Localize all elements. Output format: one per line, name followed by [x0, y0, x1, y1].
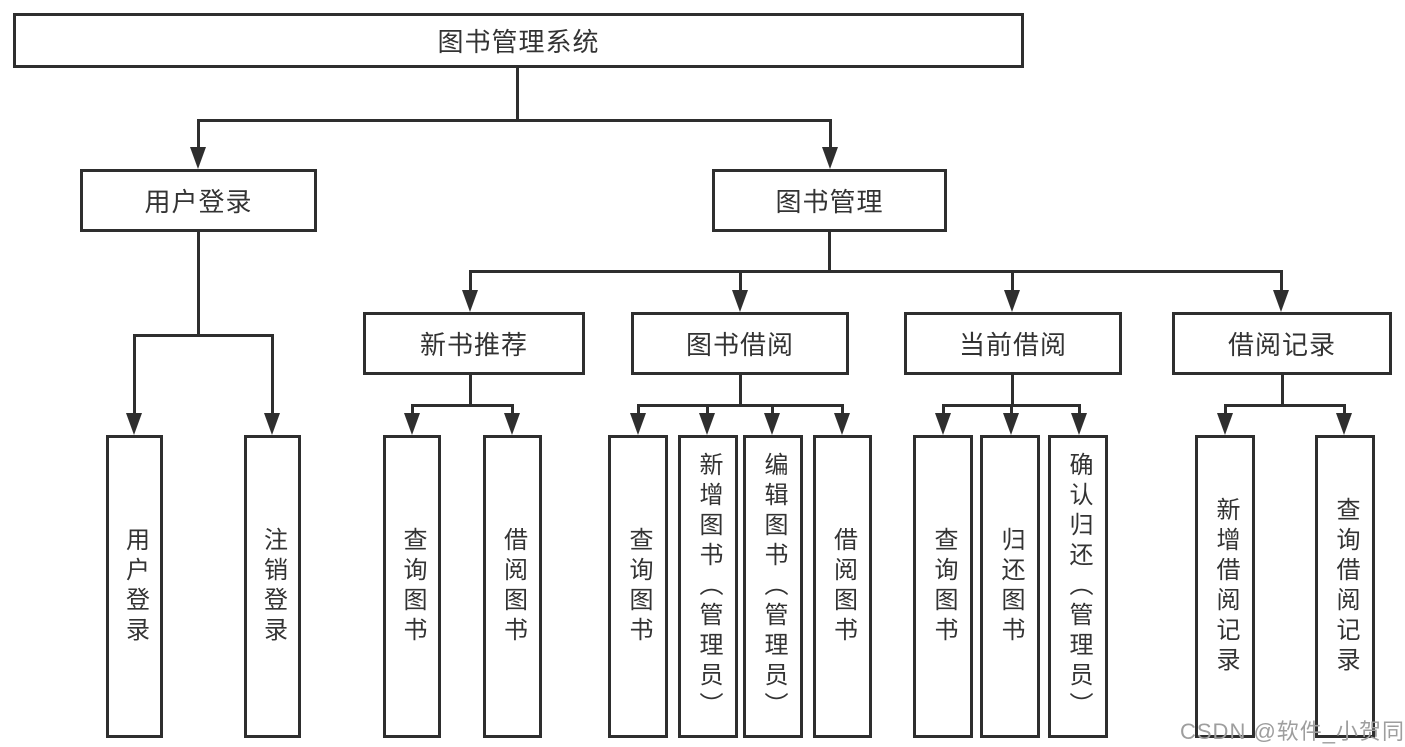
node-root: 图书管理系统 [13, 13, 1024, 68]
leaf-borrow-books: 借阅图书 [483, 435, 542, 738]
node-book-management-label: 图书管理 [775, 187, 884, 217]
connector-line [197, 119, 832, 122]
leaf-borrow-books-2: 借阅图书 [813, 435, 872, 738]
leaf-return-books: 归还图书 [980, 435, 1040, 738]
connector-line [511, 404, 514, 415]
node-current-borrowing-label: 当前借阅 [958, 330, 1067, 360]
node-book-borrowing: 图书借阅 [631, 312, 849, 375]
connector-line [1011, 270, 1014, 292]
connector-line [841, 404, 844, 415]
arrow-down-icon [935, 413, 951, 435]
leaf-query-books-3-label: 查询图书 [930, 526, 957, 647]
connector-line [197, 232, 200, 335]
node-user-login: 用户登录 [80, 169, 317, 232]
node-book-management: 图书管理 [712, 169, 947, 232]
connector-line [828, 232, 831, 272]
arrow-down-icon [764, 413, 780, 435]
leaf-query-books-2-label: 查询图书 [625, 526, 652, 647]
connector-line [1280, 270, 1283, 292]
node-root-label: 图书管理系统 [437, 27, 600, 57]
leaf-user-login: 用户登录 [106, 435, 163, 738]
leaf-add-book-admin: 新增图书（管理员） [678, 435, 738, 738]
connector-line [1343, 404, 1346, 415]
arrow-down-icon [630, 413, 646, 435]
connector-line [197, 119, 200, 149]
connector-line [133, 334, 136, 415]
leaf-query-books-2: 查询图书 [608, 435, 668, 738]
connector-line [411, 404, 414, 415]
leaf-add-borrow-record-label: 新增借阅记录 [1212, 496, 1239, 677]
connector-line [469, 270, 472, 292]
arrow-down-icon [264, 413, 280, 435]
connector-line [771, 404, 774, 415]
node-borrowing-records-label: 借阅记录 [1227, 330, 1336, 360]
arrow-down-icon [504, 413, 520, 435]
leaf-query-borrow-record-label: 查询借阅记录 [1332, 496, 1359, 677]
connector-line [469, 270, 1283, 273]
connector-line [637, 404, 844, 407]
node-borrowing-records: 借阅记录 [1172, 312, 1392, 375]
arrow-down-icon [1273, 290, 1289, 312]
leaf-query-borrow-record: 查询借阅记录 [1315, 435, 1375, 738]
connector-line [133, 334, 274, 337]
connector-line [1078, 404, 1081, 415]
arrow-down-icon [462, 290, 478, 312]
connector-line [706, 404, 709, 415]
leaf-return-books-label: 归还图书 [997, 526, 1024, 647]
arrow-down-icon [1004, 290, 1020, 312]
connector-line [516, 68, 519, 119]
arrow-down-icon [732, 290, 748, 312]
connector-line [271, 334, 274, 415]
connector-line [739, 375, 742, 406]
leaf-confirm-return-admin-label: 确认归还（管理员） [1065, 451, 1092, 722]
leaf-logout-label: 注销登录 [259, 526, 287, 647]
arrow-down-icon [1217, 413, 1233, 435]
connector-line [942, 404, 945, 415]
leaf-add-borrow-record: 新增借阅记录 [1195, 435, 1255, 738]
arrow-down-icon [1003, 413, 1019, 435]
arrow-down-icon [126, 413, 142, 435]
connector-line [469, 375, 472, 406]
leaf-edit-book-admin: 编辑图书（管理员） [743, 435, 803, 738]
arrow-down-icon [1071, 413, 1087, 435]
arrow-down-icon [404, 413, 420, 435]
arrow-down-icon [1336, 413, 1352, 435]
leaf-confirm-return-admin: 确认归还（管理员） [1048, 435, 1108, 738]
connector-line [1281, 375, 1284, 406]
connector-line [1011, 375, 1014, 406]
leaf-logout: 注销登录 [244, 435, 301, 738]
connector-line [637, 404, 640, 415]
leaf-query-books: 查询图书 [383, 435, 441, 738]
leaf-edit-book-admin-label: 编辑图书（管理员） [760, 451, 787, 722]
watermark-text: CSDN @软件_小贺同学 [1180, 719, 1405, 744]
leaf-query-books-label: 查询图书 [399, 526, 426, 647]
leaf-borrow-books-label: 借阅图书 [499, 526, 527, 647]
node-book-borrowing-label: 图书借阅 [685, 330, 794, 360]
connector-line [739, 270, 742, 292]
arrow-down-icon [699, 413, 715, 435]
arrow-down-icon [822, 147, 838, 169]
leaf-borrow-books-2-label: 借阅图书 [829, 526, 857, 647]
connector-line [1010, 404, 1013, 415]
arrow-down-icon [190, 147, 206, 169]
leaf-query-books-3: 查询图书 [913, 435, 973, 738]
leaf-user-login-label: 用户登录 [121, 526, 149, 647]
connector-line [1224, 404, 1346, 407]
node-new-book-recommendation-label: 新书推荐 [419, 330, 528, 360]
node-current-borrowing: 当前借阅 [904, 312, 1122, 375]
node-new-book-recommendation: 新书推荐 [363, 312, 585, 375]
connector-line [1224, 404, 1227, 415]
connector-line [411, 404, 514, 407]
node-user-login-label: 用户登录 [144, 187, 253, 217]
connector-line [829, 119, 832, 149]
arrow-down-icon [834, 413, 850, 435]
leaf-add-book-admin-label: 新增图书（管理员） [695, 451, 722, 722]
